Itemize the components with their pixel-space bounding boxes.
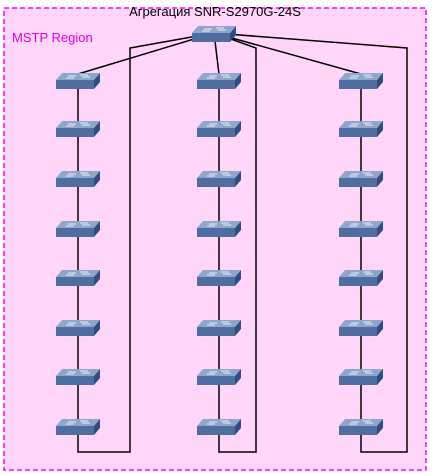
switch-icon bbox=[55, 269, 101, 287]
region-label: MSTP Region bbox=[12, 30, 93, 45]
switch-icon bbox=[338, 418, 384, 436]
switch-icon bbox=[196, 269, 242, 287]
switch-icon bbox=[196, 319, 242, 337]
switch-icon bbox=[338, 170, 384, 188]
switch-icon bbox=[55, 220, 101, 238]
ring-return-ring-1 bbox=[77, 32, 215, 453]
ring-return-ring-2 bbox=[213, 32, 257, 453]
uplink-ring-3 bbox=[213, 32, 362, 75]
aggregation-switch-icon bbox=[191, 25, 237, 43]
switch-icon bbox=[338, 72, 384, 90]
switch-icon bbox=[196, 418, 242, 436]
switch-icon bbox=[55, 120, 101, 138]
link-lines bbox=[77, 32, 408, 453]
switch-icon bbox=[55, 368, 101, 386]
switch-icon bbox=[55, 418, 101, 436]
switch-icon bbox=[338, 120, 384, 138]
switch-icon bbox=[196, 368, 242, 386]
switch-icon bbox=[55, 319, 101, 337]
switch-icon bbox=[196, 120, 242, 138]
uplink-ring-1 bbox=[77, 32, 215, 75]
switch-icon bbox=[196, 220, 242, 238]
switch-icon bbox=[196, 72, 242, 90]
switch-icon bbox=[338, 269, 384, 287]
switch-icon bbox=[196, 170, 242, 188]
switch-icon bbox=[55, 170, 101, 188]
switch-icon bbox=[55, 72, 101, 90]
switch-icon bbox=[338, 220, 384, 238]
switch-icon bbox=[338, 319, 384, 337]
ring-return-ring-3 bbox=[213, 32, 408, 453]
aggregation-title: Агрегация SNR-S2970G-24S bbox=[129, 4, 301, 19]
switch-icon bbox=[338, 368, 384, 386]
